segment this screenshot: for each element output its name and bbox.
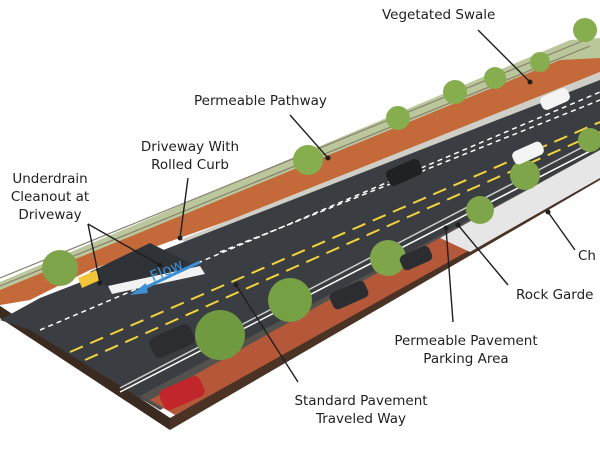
roadway [0, 80, 600, 410]
driveway [90, 243, 200, 290]
label-driveway-rolled-curb-line2: Rolled Curb [151, 157, 229, 173]
label-rock-garden: Rock Garde [516, 287, 594, 303]
leader-lines [87, 29, 576, 383]
label-permeable-pathway: Permeable Pathway [194, 93, 327, 109]
label-underdrain-line2: Cleanout at [10, 189, 90, 205]
label-underdrain-line3: Driveway [18, 207, 82, 223]
label-driveway-rolled-curb: Driveway With Rolled Curb [124, 138, 256, 174]
label-underdrain-line1: Underdrain [12, 171, 88, 187]
label-standard-pavement-line2: Traveled Way [315, 411, 407, 427]
label-standard-pavement-line1: Standard Pavement [294, 393, 428, 409]
curb-yellow-marker [78, 270, 100, 288]
leader-dots [97, 79, 551, 288]
label-permeable-pavement-line1: Permeable Pavement [394, 333, 538, 349]
label-underdrain-cleanout: Underdrain Cleanout at Driveway [2, 170, 98, 224]
lane-dashes [39, 91, 600, 331]
front-planting-strip [150, 238, 470, 415]
label-vegetated-swale: Vegetated Swale [382, 7, 496, 23]
label-permeable-pavement-parking: Permeable Pavement Parking Area [376, 332, 556, 368]
label-ch: Ch [578, 248, 596, 264]
label-standard-pavement: Standard Pavement Traveled Way [286, 392, 436, 428]
flow-arrow [130, 260, 201, 295]
label-permeable-pavement-line2: Parking Area [423, 351, 509, 367]
cars [149, 88, 570, 411]
trees [42, 18, 600, 360]
label-driveway-rolled-curb-line1: Driveway With [140, 139, 240, 155]
rock-garden [440, 150, 600, 252]
